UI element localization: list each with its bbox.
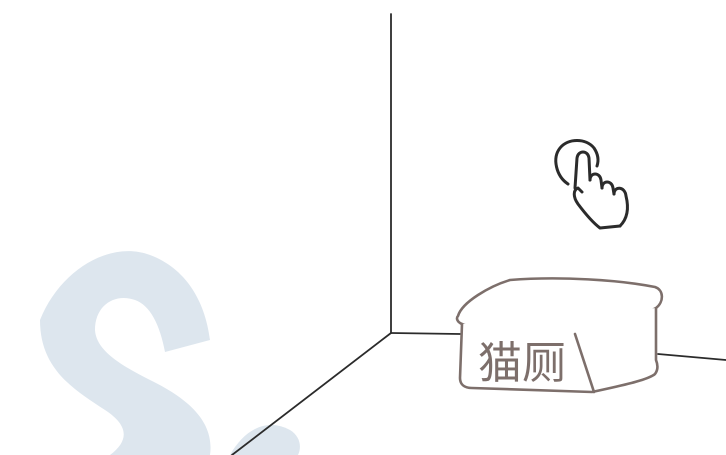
floor-line-back (391, 333, 460, 334)
floor-line-left (232, 333, 391, 455)
watermark (40, 251, 300, 455)
floor-line-right (658, 354, 726, 360)
litter-box[interactable]: 猫厕 (457, 278, 662, 392)
tap-hand-icon[interactable] (556, 141, 628, 229)
litter-box-label: 猫厕 (478, 338, 566, 389)
